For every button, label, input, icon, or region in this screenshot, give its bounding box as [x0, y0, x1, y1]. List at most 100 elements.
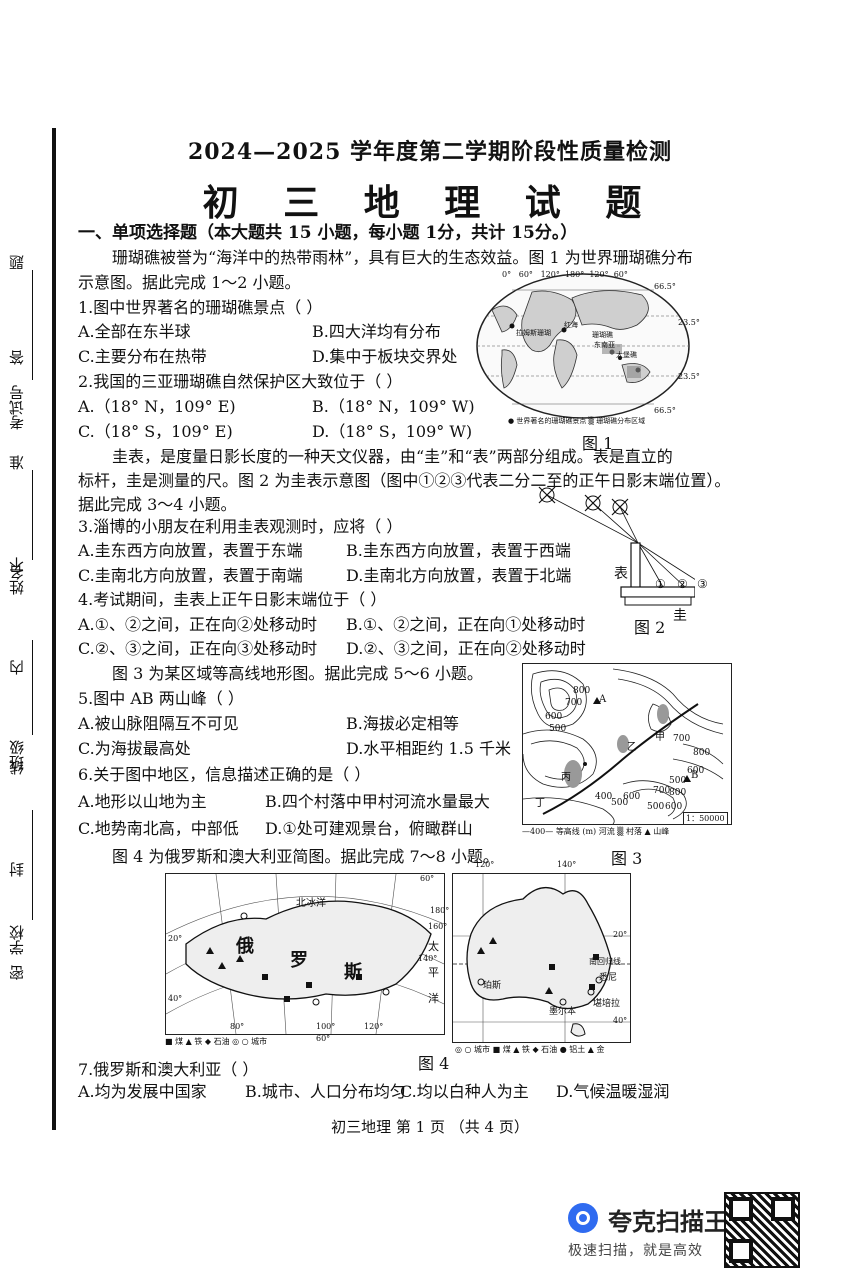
option-c: C.为海拔最高处	[78, 739, 191, 758]
country-char: 俄	[236, 936, 254, 957]
exam-title: 2024—2025 学年度第二学期阶段性质量检测	[187, 139, 673, 165]
option-b: B.城市、人口分布均匀	[245, 1082, 406, 1101]
village-label: 丁	[535, 798, 545, 809]
option-d: D.集中于板块交界处	[312, 347, 458, 366]
field-line	[32, 470, 33, 560]
place-label: 珊瑚礁	[592, 331, 613, 339]
city-label: 悉尼	[599, 973, 618, 983]
peak-label: A	[599, 694, 607, 705]
contour-label: 600	[623, 792, 641, 802]
degree-label: 120°	[475, 860, 495, 869]
contour-label: 800	[693, 748, 711, 758]
qr-code-icon	[724, 1192, 800, 1268]
option-c: C.圭南北方向放置，表置于南端	[78, 566, 303, 585]
fig1-longitude-labels: 0° 60° 120° 180° 120° 60°	[502, 270, 628, 279]
lat-label: 23.5°	[678, 372, 700, 381]
contour-label: 700	[673, 734, 691, 744]
option-b: B.（18° N，109° W)	[312, 397, 475, 416]
village-label: 甲	[655, 732, 665, 743]
margin-label-ti: 题	[8, 255, 26, 270]
question-stem: 3.淄博的小朋友在利用圭表观测时，应将（ ）	[78, 517, 403, 536]
option-a: A.（18° N，109° E)	[78, 397, 236, 416]
contour-label: 400	[595, 792, 613, 802]
village-label: 乙	[627, 742, 637, 753]
contour-label: 800	[669, 788, 687, 798]
field-school: 学校	[8, 925, 26, 955]
biao-label: 表	[614, 566, 628, 582]
degree-label: 140°	[418, 954, 438, 963]
option-a: A.被山脉阻隔互不可见	[78, 714, 239, 733]
binding-line	[52, 128, 56, 1130]
field-line	[32, 270, 33, 380]
question-stem: 2.我国的三亚珊瑚礁自然保护区大致位于（ ）	[78, 372, 403, 391]
fig3-legend: —400— 等高线 (m) 河流 ▒ 村落 ▲ 山峰	[522, 827, 670, 836]
intro-text: 珊瑚礁被誉为“海洋中的热带雨林”，具有巨大的生态效益。图 1 为世界珊瑚礁分布	[112, 248, 693, 267]
intro-text: 圭表，是度量日影长度的一种天文仪器，由“圭”和“表”两部分组成。表是直立的	[112, 447, 673, 466]
contour-label: 500	[647, 802, 665, 812]
ocean-char: 太	[428, 940, 439, 953]
degree-label: 180°	[430, 906, 450, 915]
degree-label: 160°	[428, 922, 448, 931]
option-d: D.气候温暖湿润	[556, 1082, 670, 1101]
place-label: 拉姆斯珊瑚	[516, 329, 551, 337]
option-a: A.圭东西方向放置，表置于东端	[78, 541, 303, 560]
intro-text: 图 3 为某区域等高线地形图。据此完成 5～6 小题。	[112, 664, 483, 683]
degree-label: 60°	[316, 1034, 331, 1043]
contour-label: 700	[653, 786, 671, 796]
contour-label: 600	[545, 712, 563, 722]
degree-label: 80°	[230, 1022, 245, 1031]
intro-text: 据此完成 3～4 小题。	[78, 495, 237, 514]
field-name: 姓名	[8, 565, 26, 595]
ocean-char: 洋	[428, 992, 439, 1005]
tropic-label: 南回归线	[589, 957, 621, 966]
margin-label-mi: 密	[8, 965, 26, 980]
field-line	[32, 640, 33, 735]
section-heading: 一、单项选择题（本大题共 15 小题，每小题 1分，共计 15分。）	[78, 223, 578, 243]
contour-label: 500	[669, 776, 687, 786]
option-b: B.①、②之间，正在向①处移动时	[346, 615, 586, 634]
contour-label: 600	[665, 802, 683, 812]
option-a: A.均为发展中国家	[78, 1082, 207, 1101]
option-b: B.四个村落中甲村河流水量最大	[265, 792, 490, 811]
contour-label: 700	[565, 698, 583, 708]
scale-label: 1：50000	[683, 812, 728, 825]
ocean-char: 平	[428, 966, 439, 979]
question-stem: 1.图中世界著名的珊瑚礁景点（ ）	[78, 298, 323, 317]
subject-title: 初 三 地 理 试 题	[202, 182, 658, 224]
scanner-brand: 夸克扫描王	[608, 1208, 728, 1236]
intro-text: 示意图。据此完成 1～2 小题。	[78, 273, 301, 292]
figure-3-contour-map: 800 700 600 500 700 800 600 500 400 500 …	[522, 663, 732, 825]
place-label: 东南亚	[594, 341, 615, 349]
lat-label: 66.5°	[654, 406, 676, 415]
city-label: 墨尔本	[549, 1007, 577, 1017]
figure-4-australia-map: 南回归线 珀斯 墨尔本 悉尼 堪培拉 120° 140° 20° 40°	[452, 860, 631, 1043]
place-label: 大堡礁	[616, 351, 637, 359]
question-stem: 6.关于图中地区，信息描述正确的是（ ）	[78, 765, 371, 784]
option-d: D.②、③之间，正在向②处移动时	[346, 639, 586, 658]
degree-label: 40°	[168, 994, 183, 1003]
degree-label: 60°	[420, 874, 435, 883]
option-d: D.水平相距约 1.5 千米	[346, 739, 511, 758]
option-b: B.四大洋均有分布	[312, 322, 441, 341]
option-c: C.均以白种人为主	[400, 1082, 529, 1101]
mark-1: ①	[655, 577, 666, 591]
margin-label-nei: 内	[8, 660, 26, 675]
ocean-label: 北冰洋	[296, 898, 326, 909]
degree-label: 40°	[613, 1016, 628, 1025]
scanner-slogan: 极速扫描，就是高效	[568, 1243, 703, 1259]
contour-label: 500	[549, 724, 567, 734]
option-c: C.②、③之间，正在向③处移动时	[78, 639, 318, 658]
margin-label-da: 答	[8, 350, 26, 365]
figure-1-world-map: 0° 60° 120° 180° 120° 60° 66.5° 23.5° 23…	[472, 270, 700, 430]
option-a: A.地形以山地为主	[78, 792, 207, 811]
lat-label: 66.5°	[654, 282, 676, 291]
country-char: 斯	[344, 962, 362, 983]
figure-2-gnomon: 表 圭 ① ② ③	[535, 483, 708, 624]
lat-label: 23.5°	[678, 318, 700, 327]
degree-label: 100°	[316, 1022, 336, 1031]
option-c: C.地势南北高，中部低	[78, 819, 239, 838]
contour-label: 600	[687, 766, 705, 776]
margin-label-zhun: 准	[8, 455, 26, 470]
city-label: 堪培拉	[593, 999, 621, 1009]
place-label: 红海	[564, 321, 578, 329]
